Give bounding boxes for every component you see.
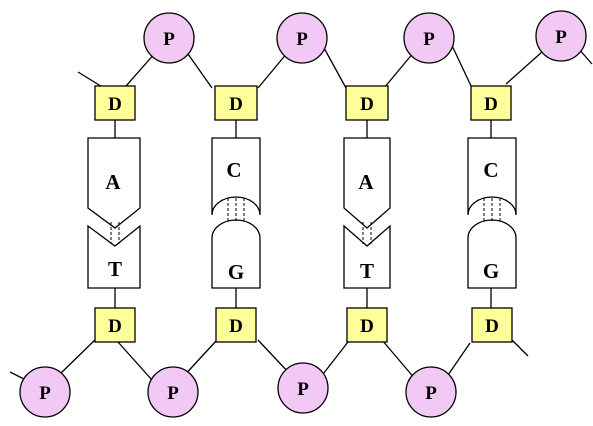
phosphate-circle bbox=[276, 12, 328, 64]
base-c-shape bbox=[467, 137, 517, 216]
base-label-bottom: T bbox=[108, 257, 122, 281]
base-label-bottom: G bbox=[228, 260, 244, 284]
phosphate-label: P bbox=[296, 29, 308, 50]
base-pair-4: C G bbox=[467, 137, 517, 289]
sugar-label: D bbox=[108, 94, 122, 115]
sugar-label: D bbox=[360, 94, 374, 115]
sugar-label: D bbox=[108, 316, 122, 337]
deoxyribose-box bbox=[94, 85, 136, 121]
phosphate-circle bbox=[535, 10, 587, 62]
sugar-base-connectors bbox=[114, 120, 492, 308]
sugar-label: D bbox=[229, 94, 243, 115]
base-label-top: C bbox=[226, 158, 241, 182]
phosphate-circle bbox=[19, 366, 71, 418]
bottom-backbone bbox=[9, 336, 529, 383]
hydrogen-bonds bbox=[483, 198, 501, 222]
base-label-top: A bbox=[358, 170, 374, 194]
phosphate-circle bbox=[403, 12, 455, 64]
base-a-shape bbox=[87, 137, 141, 229]
hydrogen-bonds bbox=[227, 198, 245, 222]
base-c-shape bbox=[211, 137, 261, 216]
hydrogen-bonds bbox=[362, 222, 372, 244]
base-label-top: C bbox=[483, 158, 498, 182]
phosphate-label: P bbox=[423, 29, 435, 50]
bottom-sugars: D D D D bbox=[94, 307, 513, 343]
phosphate-label: P bbox=[297, 379, 309, 400]
phosphate-label: P bbox=[425, 383, 437, 404]
phosphate-label: P bbox=[163, 29, 175, 50]
base-g-shape bbox=[467, 219, 517, 289]
base-label-bottom: T bbox=[360, 259, 374, 283]
base-g-shape bbox=[211, 219, 261, 289]
base-pair-2: C G bbox=[211, 137, 261, 289]
sugar-label: D bbox=[229, 316, 243, 337]
deoxyribose-box bbox=[215, 307, 257, 343]
deoxyribose-box bbox=[471, 307, 513, 343]
deoxyribose-box bbox=[346, 307, 388, 343]
bottom-phosphates: P P P P bbox=[19, 362, 457, 418]
deoxyribose-box bbox=[214, 85, 258, 121]
top-phosphates: P P P P bbox=[143, 10, 587, 64]
base-label-top: A bbox=[105, 170, 121, 194]
base-label-bottom: G bbox=[483, 259, 499, 283]
base-pair-1: A T bbox=[87, 137, 141, 289]
base-a-shape bbox=[343, 137, 391, 229]
phosphate-circle bbox=[405, 366, 457, 418]
phosphate-label: P bbox=[555, 27, 567, 48]
base-pair-3: A T bbox=[343, 137, 391, 289]
deoxyribose-box bbox=[345, 85, 389, 121]
top-sugars: D D D D bbox=[94, 85, 512, 121]
phosphate-label: P bbox=[39, 383, 51, 404]
deoxyribose-box bbox=[94, 307, 136, 343]
sugar-label: D bbox=[485, 316, 499, 337]
phosphate-label: P bbox=[167, 383, 179, 404]
deoxyribose-box bbox=[470, 85, 512, 121]
sugar-label: D bbox=[484, 94, 498, 115]
phosphate-circle bbox=[277, 362, 329, 414]
hydrogen-bonds bbox=[110, 222, 120, 244]
sugar-label: D bbox=[360, 316, 374, 337]
phosphate-circle bbox=[143, 12, 195, 64]
phosphate-circle bbox=[147, 366, 199, 418]
